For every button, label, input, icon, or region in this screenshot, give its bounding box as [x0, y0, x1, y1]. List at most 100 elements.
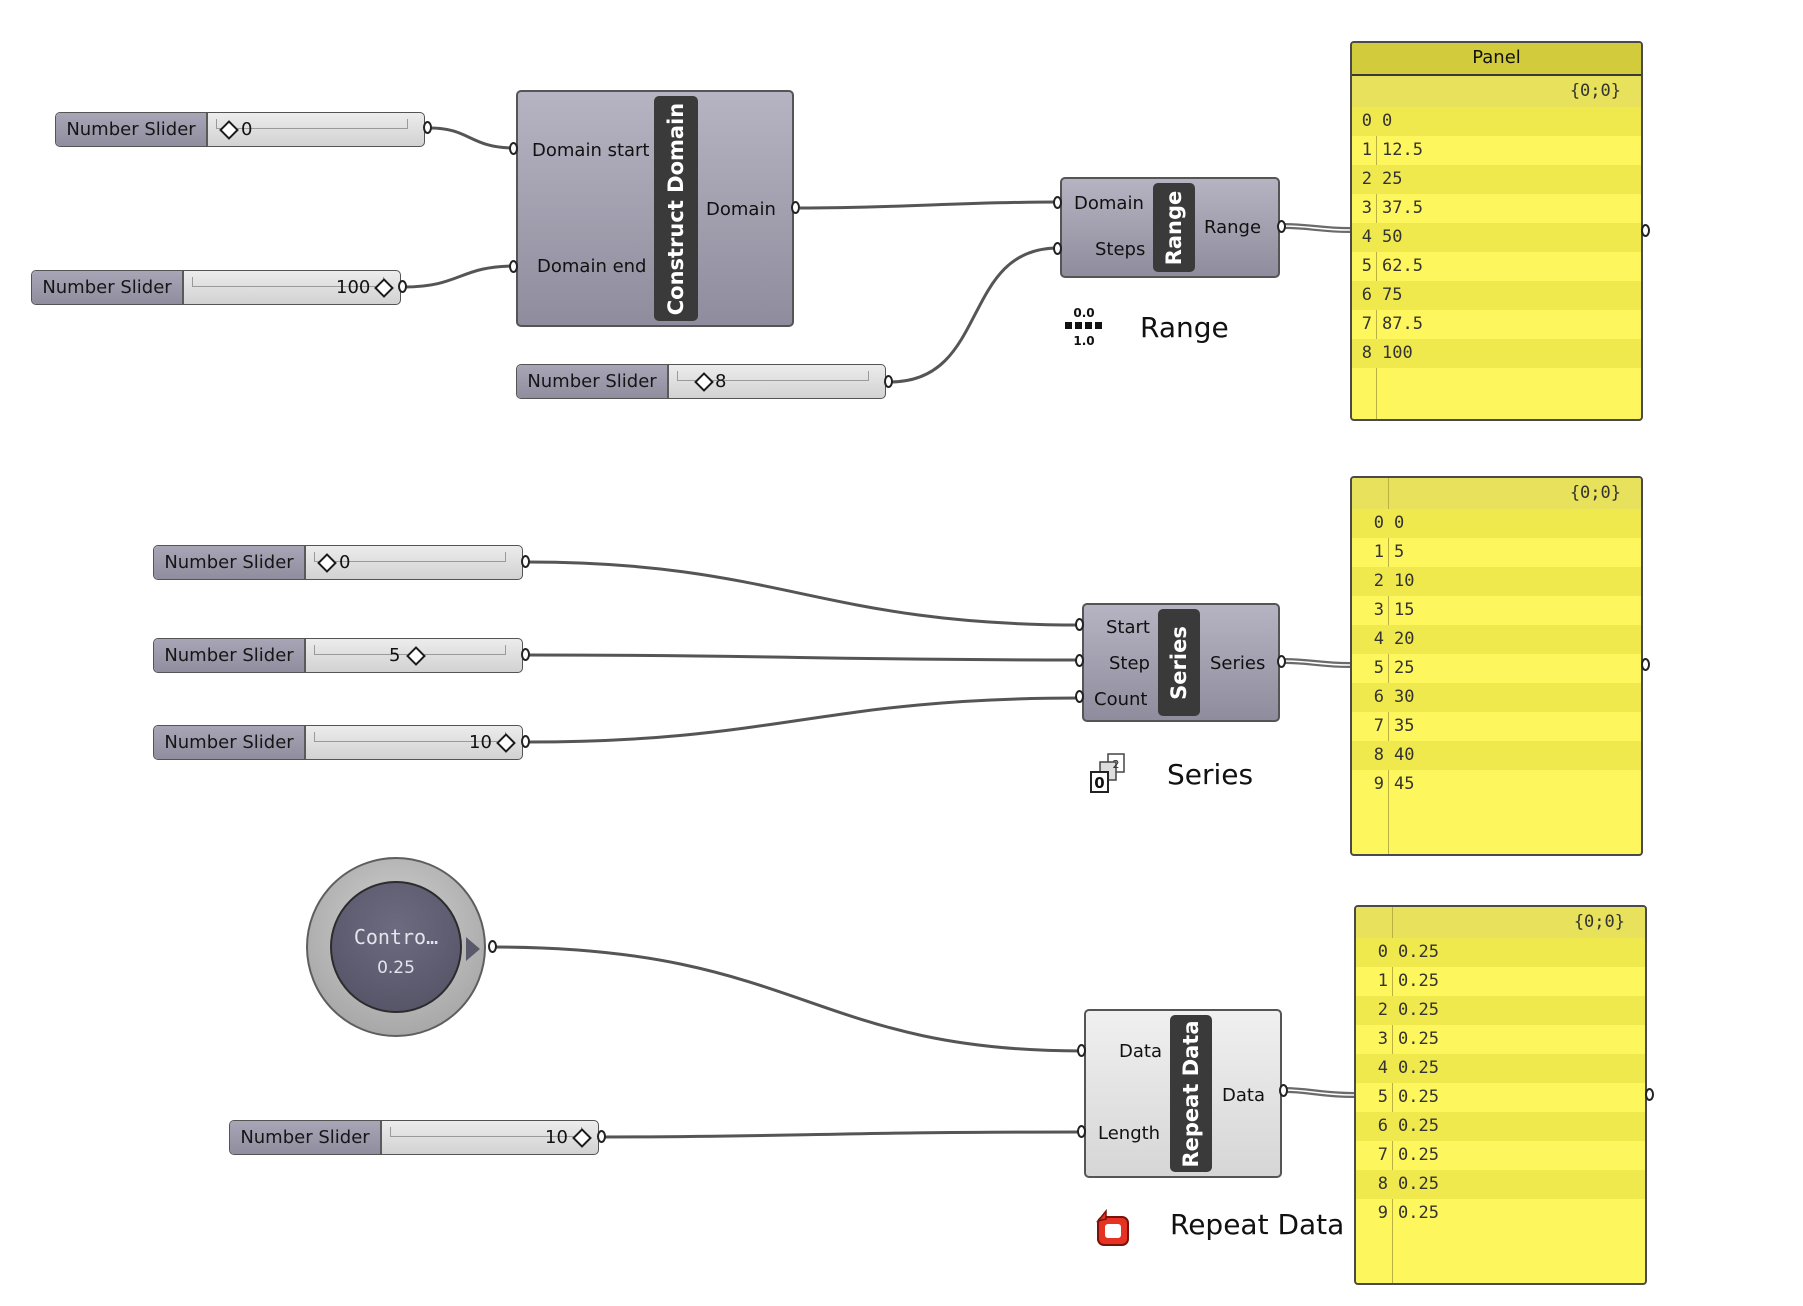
wire-slider2-domain-end: [403, 264, 515, 289]
panel-row-index: 8: [1373, 745, 1384, 765]
input-label-domain-end: Domain end: [537, 256, 647, 277]
range-icon: 0.0 1.0: [1065, 306, 1102, 348]
panel-row-index: 6: [1373, 687, 1384, 707]
panel-row-index: 5: [1361, 256, 1372, 276]
series-component[interactable]: Start Step Count Series Series: [1082, 603, 1280, 722]
output-grip[interactable]: [488, 940, 497, 953]
slider-label: Number Slider: [517, 365, 669, 398]
output-grip[interactable]: [398, 280, 407, 293]
slider-value: 100: [336, 277, 371, 298]
panel-row-index: 2: [1373, 571, 1384, 591]
panel-title: Panel: [1352, 43, 1641, 76]
input-grip[interactable]: [1077, 1125, 1086, 1138]
series-caption: Series: [1167, 758, 1254, 791]
input-grip[interactable]: [1075, 654, 1084, 667]
panel-row: 6 30: [1352, 683, 1641, 712]
panel-row-value: 25: [1382, 169, 1403, 189]
input-grip[interactable]: [509, 142, 518, 155]
panel-row-value: 0: [1394, 513, 1405, 533]
number-slider-domain-end[interactable]: Number Slider 100: [31, 270, 401, 305]
slider-value: 8: [715, 371, 727, 392]
panel-row-value: 30: [1394, 687, 1415, 707]
input-grip[interactable]: [1075, 690, 1084, 703]
construct-domain-component[interactable]: Domain start Domain end Construct Domain…: [516, 90, 794, 327]
output-grip[interactable]: [1277, 655, 1286, 668]
component-name: Series: [1167, 625, 1191, 700]
output-grip[interactable]: [1279, 1084, 1288, 1097]
panel-row-index: 9: [1373, 774, 1384, 794]
wire-series-panel-inner: [1283, 660, 1351, 666]
output-grip[interactable]: [521, 648, 530, 661]
input-label-steps: Steps: [1095, 239, 1146, 260]
wire-control-data: [493, 945, 1083, 1053]
panel-row-index: 1: [1361, 140, 1372, 160]
slider-track[interactable]: [677, 371, 869, 381]
repeat-data-caption: Repeat Data: [1170, 1208, 1345, 1241]
panel-output-grip[interactable]: [1641, 658, 1650, 671]
input-grip[interactable]: [1053, 196, 1062, 209]
output-grip[interactable]: [597, 1130, 606, 1143]
output-grip[interactable]: [884, 375, 893, 388]
slider-label: Number Slider: [154, 546, 306, 579]
number-slider-count[interactable]: Number Slider 10: [153, 725, 523, 760]
panel-row-index: 7: [1377, 1145, 1388, 1165]
repeat-data-icon: [1096, 1208, 1129, 1246]
panel-row-index: 3: [1377, 1029, 1388, 1049]
panel-row-index: 0: [1361, 111, 1372, 131]
component-name-bar: Range: [1153, 183, 1195, 272]
slider-value: 0: [241, 119, 253, 140]
panel-row-value: 0.25: [1398, 942, 1439, 962]
range-component[interactable]: Domain Steps Range Range: [1060, 177, 1280, 278]
panel-index-divider: [1388, 478, 1389, 854]
output-grip[interactable]: [1277, 220, 1286, 233]
input-grip[interactable]: [1053, 242, 1062, 255]
slider-track[interactable]: [216, 119, 408, 129]
number-slider-domain-start[interactable]: Number Slider 0: [55, 112, 425, 147]
panel-row-value: 100: [1382, 343, 1413, 363]
panel-row-value: 10: [1394, 571, 1415, 591]
input-grip[interactable]: [1075, 618, 1084, 631]
component-name: Range: [1162, 190, 1186, 265]
control-knob-value: 0.25: [377, 958, 415, 978]
input-grip[interactable]: [1077, 1044, 1086, 1057]
panel-row-value: 50: [1382, 227, 1403, 247]
panel-row-index: 4: [1373, 629, 1384, 649]
panel-output-grip[interactable]: [1645, 1088, 1654, 1101]
slider-label: Number Slider: [32, 271, 184, 304]
panel-row-value: 0.25: [1398, 1058, 1439, 1078]
panel-output-grip[interactable]: [1641, 224, 1650, 237]
panel-row-index: 1: [1377, 971, 1388, 991]
control-knob[interactable]: Contro… 0.25: [306, 857, 486, 1037]
panel-row-value: 37.5: [1382, 198, 1423, 218]
number-slider-start[interactable]: Number Slider 0: [153, 545, 523, 580]
slider-label: Number Slider: [154, 639, 306, 672]
svg-text:2: 2: [1113, 758, 1120, 771]
number-slider-steps[interactable]: Number Slider 8: [516, 364, 886, 399]
wire-slider3-steps: [889, 246, 1059, 384]
output-grip[interactable]: [521, 555, 530, 568]
panel-row: 2 10: [1352, 567, 1641, 596]
panel-row-index: 3: [1373, 600, 1384, 620]
slider-label: Number Slider: [230, 1121, 382, 1154]
repeat-data-component[interactable]: Data Length Repeat Data Data: [1084, 1009, 1282, 1178]
slider-value: 10: [469, 732, 492, 753]
number-slider-length[interactable]: Number Slider 10: [229, 1120, 599, 1155]
output-grip[interactable]: [521, 735, 530, 748]
number-slider-step[interactable]: Number Slider 5: [153, 638, 523, 673]
slider-track[interactable]: [314, 552, 506, 562]
input-grip[interactable]: [509, 260, 518, 273]
input-label-count: Count: [1094, 689, 1148, 710]
output-grip[interactable]: [791, 201, 800, 214]
panel-row-value: 0.25: [1398, 1145, 1439, 1165]
output-grip[interactable]: [423, 121, 432, 134]
control-knob-face[interactable]: Contro… 0.25: [330, 881, 462, 1013]
